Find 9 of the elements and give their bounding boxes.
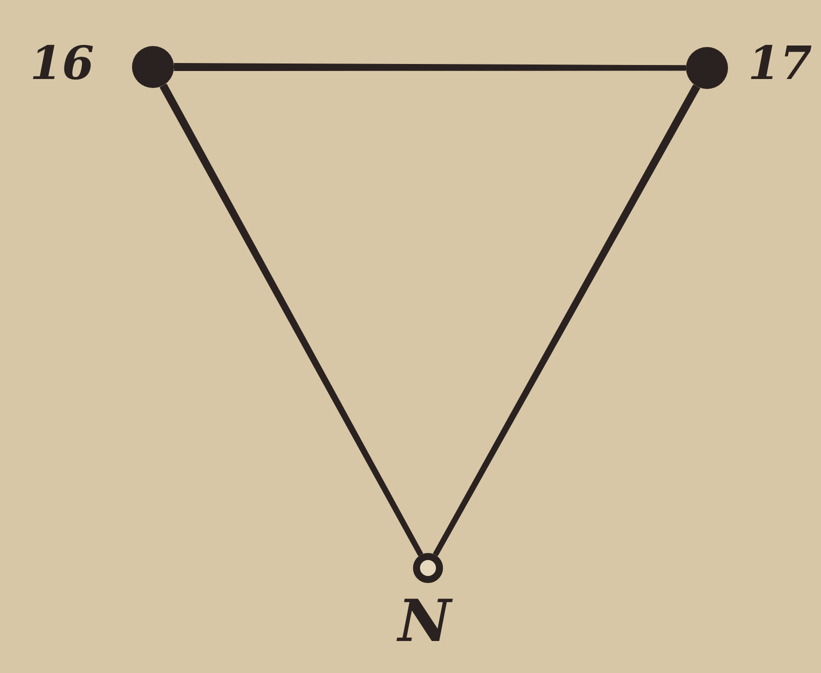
connecting-line [432, 84, 700, 556]
connecting-line [160, 83, 424, 556]
junction-dot [686, 47, 728, 89]
node-number-label: 17 [748, 40, 812, 86]
node-number-label: N [398, 592, 452, 650]
open-terminal-circle [413, 553, 443, 583]
connecting-line [174, 63, 686, 72]
junction-dot [132, 46, 174, 88]
node-number-label: 16 [30, 40, 94, 86]
